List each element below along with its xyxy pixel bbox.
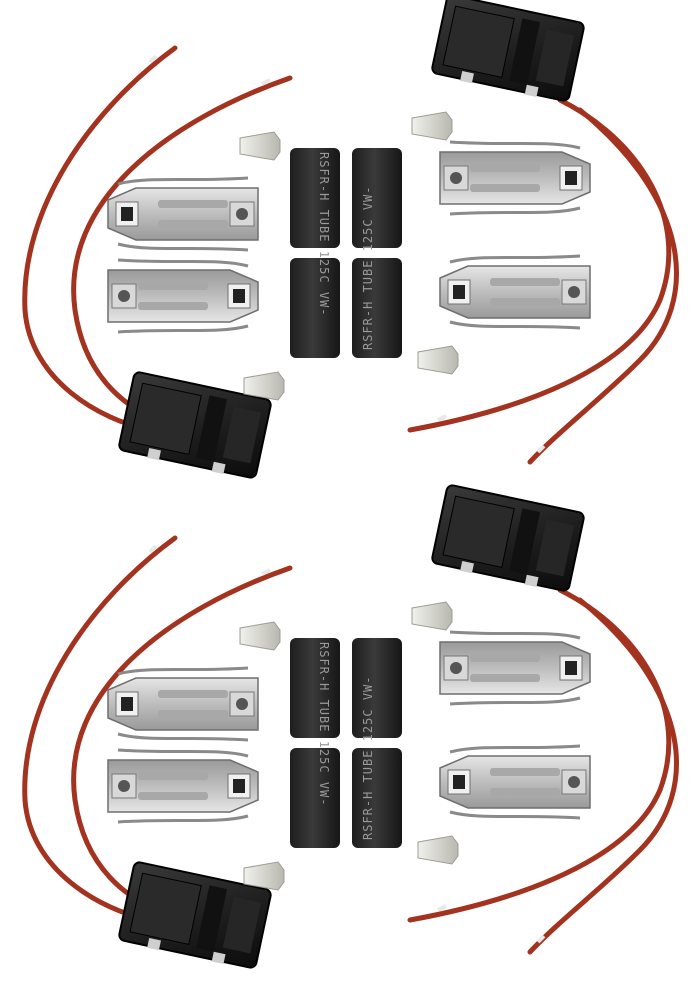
wire [407, 97, 672, 433]
wire [22, 535, 178, 923]
wire [527, 597, 679, 955]
heat-shrink-tube [352, 748, 402, 848]
heat-shrink-tube [290, 148, 340, 248]
heat-shrink-tube [352, 258, 402, 358]
heat-shrink-tube [290, 258, 340, 358]
heat-shrink-tube [352, 638, 402, 738]
tube-print: RSFR-H TUBE 125C VW- [361, 676, 375, 841]
kit-top: RSFR-H TUBE 125C VW- RSFR-H TUBE 125C VW… [22, 0, 679, 482]
wire [71, 565, 293, 913]
wire [22, 45, 178, 433]
wire [527, 107, 679, 465]
heat-shrink-tube [352, 148, 402, 248]
wire [71, 75, 293, 423]
kit-bottom: RSFR-H TUBE 125C VW- RSFR-H TUBE 125C VW… [22, 483, 679, 972]
tube-print: RSFR-H TUBE 125C VW- [361, 186, 375, 351]
tube-print: RSFR-H TUBE 125C VW- [317, 152, 331, 317]
heat-shrink-tube [290, 638, 340, 738]
heat-shrink-tube [290, 748, 340, 848]
tube-print: RSFR-H TUBE 125C VW- [317, 642, 331, 807]
wire [407, 587, 672, 923]
